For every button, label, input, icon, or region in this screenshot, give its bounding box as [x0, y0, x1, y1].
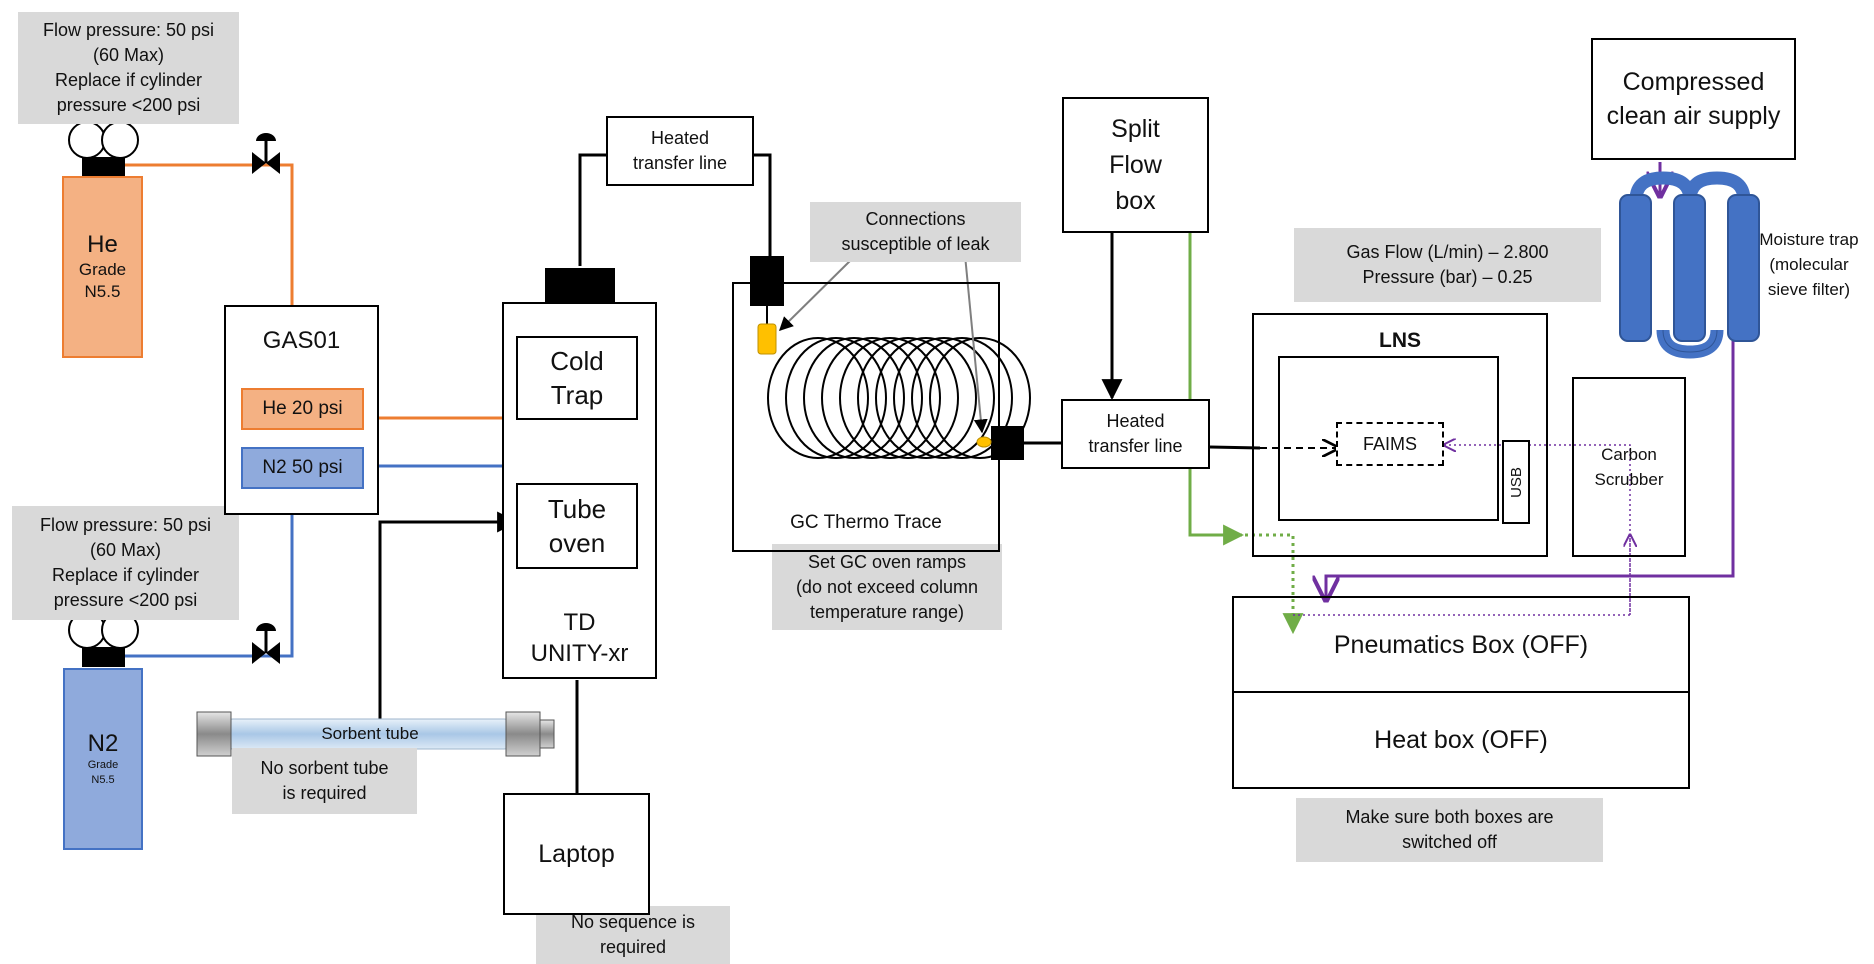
gas01-title: GAS01	[262, 327, 341, 354]
cylinder-grade: N5.5	[84, 282, 121, 301]
compressed-air-supply-box: Compressed clean air supply	[1591, 38, 1796, 160]
purple-air-out	[1326, 341, 1735, 600]
carbon-scrubber-box: Carbon Scrubber	[1572, 377, 1686, 557]
tube-oven-label: Tube	[547, 494, 607, 524]
leak-note: Connections susceptible of leak	[810, 202, 1021, 262]
nitrogen-cylinder: N2 Grade N5.5	[63, 668, 143, 850]
n2-regulator	[68, 611, 139, 667]
note-line: Flow pressure: 50 psi	[42, 20, 215, 40]
he-valve-symbol	[252, 133, 280, 174]
note-line: Replace if cylinder	[54, 70, 203, 90]
note-line: pressure <200 psi	[53, 590, 198, 610]
heated-to-lns-line	[1209, 445, 1261, 450]
cylinder-grade: N5.5	[91, 774, 115, 786]
gc-inlet-connector	[750, 256, 784, 306]
boxes-off-note: Make sure both boxes are switched off	[1296, 798, 1603, 862]
note-line: (60 Max)	[92, 45, 164, 65]
helium-pressure-label: He 20 psi	[241, 388, 364, 430]
gc-column-coil	[767, 337, 1031, 459]
helium-cylinder: He Grade N5.5	[62, 176, 143, 358]
connection-point-inlet	[757, 323, 777, 355]
heat-box: Heat box (OFF)	[1232, 691, 1690, 789]
sequence-note: No sequence is required	[536, 906, 730, 964]
he-regulator	[68, 121, 139, 177]
note-line: Replace if cylinder	[51, 565, 200, 585]
gas-flow-note: Gas Flow (L/min) – 2.800 Pressure (bar) …	[1294, 228, 1601, 302]
green-dotted-line	[1245, 533, 1304, 635]
he-pressure-note: Flow pressure: 50 psi (60 Max) Replace i…	[18, 12, 239, 124]
cylinder-grade: Grade	[87, 759, 119, 771]
note-line: pressure <200 psi	[56, 95, 201, 115]
note-line: Flow pressure: 50 psi	[39, 515, 212, 535]
cylinder-grade: Grade	[78, 260, 127, 279]
sorbent-to-oven-line	[378, 511, 519, 736]
lns-title: LNS	[1379, 329, 1421, 352]
cold-trap-label: Cold	[550, 346, 604, 376]
lns-box: LNS	[1252, 313, 1548, 557]
note-line: No sequence is	[570, 912, 696, 932]
note-line: required	[599, 937, 667, 957]
pneumatics-box: Pneumatics Box (OFF)	[1232, 596, 1690, 692]
heated-line-to-gc	[754, 153, 772, 256]
connection-point-outlet	[976, 436, 992, 448]
n2-pressure-note: Flow pressure: 50 psi (60 Max) Replace i…	[12, 506, 239, 620]
note-line: Make sure both boxes are	[1345, 807, 1554, 827]
cylinder-name: He	[87, 231, 118, 258]
gc-ramps-note: Set GC oven ramps (do not exceed column …	[772, 544, 1002, 630]
heated-transfer-line-1: Heated transfer line	[606, 116, 754, 186]
sorbent-note: No sorbent tube is required	[232, 748, 417, 814]
laptop-box: Laptop	[503, 793, 650, 915]
leak-arrow-1	[779, 254, 857, 331]
note-line: is required	[282, 783, 367, 803]
nitrogen-line	[120, 515, 294, 658]
note-line: Set GC oven ramps	[807, 551, 967, 572]
cold-trap-label: Trap	[550, 380, 604, 410]
heated-transfer-line-2: Heated transfer line	[1061, 399, 1210, 469]
note-line: Gas Flow (L/min) – 2.800	[1346, 242, 1549, 262]
split-flow-box: Split Flow box	[1062, 97, 1209, 233]
lns-inner-box	[1278, 356, 1499, 521]
td-to-heated-line	[578, 153, 612, 266]
td-label: UNITY-xr	[530, 640, 629, 667]
note-line: switched off	[1402, 832, 1497, 852]
note-line: (do not exceed column	[795, 576, 979, 597]
note-line: (60 Max)	[89, 540, 161, 560]
tube-oven-label: oven	[548, 528, 606, 558]
tube-oven-box: Tube oven	[516, 483, 638, 569]
note-line: susceptible of leak	[841, 234, 990, 254]
usb-port: USB	[1502, 440, 1530, 524]
n2-valve-symbol	[252, 623, 280, 664]
helium-line	[120, 163, 294, 305]
note-line: Connections	[865, 209, 966, 229]
green-split-line	[1188, 233, 1245, 546]
note-line: Pressure (bar) – 0.25	[1362, 267, 1533, 287]
gc-thermo-trace-box: GC Thermo Trace	[732, 282, 1000, 552]
moisture-trap-graphic	[1619, 171, 1760, 359]
cold-trap-box: Cold Trap	[516, 336, 638, 420]
moisture-trap-label: Moisture trap (molecular sieve filter)	[1759, 229, 1859, 299]
gc-label: GC Thermo Trace	[790, 512, 942, 533]
sorbent-tube-label: Sorbent tube	[321, 724, 419, 743]
nitrogen-pressure-label: N2 50 psi	[241, 447, 364, 489]
td-top-connector	[545, 268, 615, 302]
faims-box: FAIMS	[1336, 422, 1444, 466]
td-label: TD	[563, 609, 596, 636]
note-line: temperature range)	[809, 601, 965, 622]
note-line: No sorbent tube	[260, 758, 389, 778]
leak-arrow-2	[964, 254, 988, 434]
cylinder-name: N2	[87, 730, 119, 757]
